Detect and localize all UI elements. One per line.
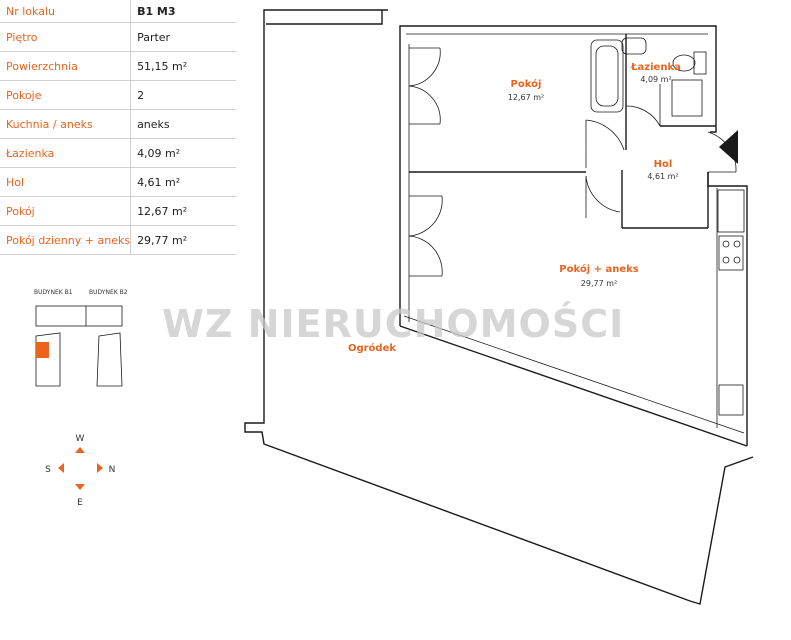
compass-arrow-up-icon xyxy=(75,447,85,453)
room-name-ogrodek: Ogródek xyxy=(348,342,396,354)
door-bathroom xyxy=(625,84,661,127)
detail-value: Parter xyxy=(130,22,236,52)
compass-arrow-right-icon xyxy=(97,463,103,473)
room-name-hol: Hol xyxy=(654,159,673,170)
room-name-pokoj: Pokój xyxy=(511,78,542,90)
detail-label: Łazienka xyxy=(0,138,131,168)
compass-s: S xyxy=(45,465,51,475)
garden-outline xyxy=(244,9,754,605)
detail-value: 29,77 m² xyxy=(130,225,236,255)
entrance-arrow-icon xyxy=(719,130,738,164)
bathtub xyxy=(590,39,624,113)
detail-value: aneks xyxy=(130,109,236,139)
washbasin xyxy=(621,37,647,55)
site-apartment-highlight xyxy=(36,342,49,358)
detail-label: Pokoje xyxy=(0,80,131,110)
hob xyxy=(718,235,744,271)
detail-value: 4,09 m² xyxy=(130,138,236,168)
room-area-pokoj: 12,67 m² xyxy=(508,93,544,102)
balcony-door-upper-1 xyxy=(408,47,441,87)
toilet-tank xyxy=(693,51,707,75)
detail-value: 51,15 m² xyxy=(130,51,236,81)
room-name-pokoj-aneks: Pokój + aneks xyxy=(559,263,639,275)
apartment-wall-east xyxy=(707,172,748,446)
room-area-pokoj-aneks: 29,77 m² xyxy=(581,279,617,288)
room-area-lazienka: 4,09 m² xyxy=(640,75,671,84)
detail-label: Pokój dzienny + aneks xyxy=(0,225,131,255)
detail-value: 12,67 m² xyxy=(130,196,236,226)
detail-label: Hol xyxy=(0,167,131,197)
detail-label: Piętro xyxy=(0,22,131,52)
apartment-wall-south xyxy=(399,325,748,447)
bathtub-inner xyxy=(595,45,619,107)
balcony-door-lower-1 xyxy=(408,195,443,237)
watermark: WZ NIERUCHOMOŚCI xyxy=(162,302,624,346)
shower-tray xyxy=(671,79,703,117)
sink xyxy=(718,384,744,416)
garden-inner-line xyxy=(266,10,383,25)
hob-burner xyxy=(722,256,730,264)
compass-w: W xyxy=(76,434,85,444)
detail-label: Nr lokalu xyxy=(0,0,131,23)
toilet-bowl xyxy=(672,54,696,72)
room-area-hol: 4,61 m² xyxy=(647,172,678,181)
window-line-south xyxy=(403,315,745,434)
detail-value: B1 M3 xyxy=(130,0,236,23)
hob-burner xyxy=(722,240,730,248)
detail-label: Pokój xyxy=(0,196,131,226)
compass-arrow-left-icon xyxy=(58,463,64,473)
detail-label: Powierzchnia xyxy=(0,51,131,81)
hob-burner xyxy=(733,256,741,264)
compass-e: E xyxy=(77,498,83,508)
room-name-lazienka: Łazienka xyxy=(630,62,681,73)
compass-arrow-down-icon xyxy=(75,484,85,490)
apartment-wall-north xyxy=(399,25,717,133)
detail-label: Kuchnia / aneks xyxy=(0,109,131,139)
balcony-door-lower-2 xyxy=(408,235,443,277)
fridge xyxy=(717,189,745,233)
door-pokoj xyxy=(585,119,625,168)
site-building-top xyxy=(35,305,123,327)
compass-n: N xyxy=(109,465,116,475)
site-building-b1 xyxy=(35,332,61,387)
site-building-b2 xyxy=(96,332,123,387)
detail-value: 2 xyxy=(130,80,236,110)
detail-value: 4,61 m² xyxy=(130,167,236,197)
balcony-door-upper-2 xyxy=(408,85,441,125)
building-b1-label: BUDYNEK B1 xyxy=(34,289,73,296)
building-b2-label: BUDYNEK B2 xyxy=(89,289,128,296)
door-hol xyxy=(585,175,621,218)
hob-burner xyxy=(733,240,741,248)
